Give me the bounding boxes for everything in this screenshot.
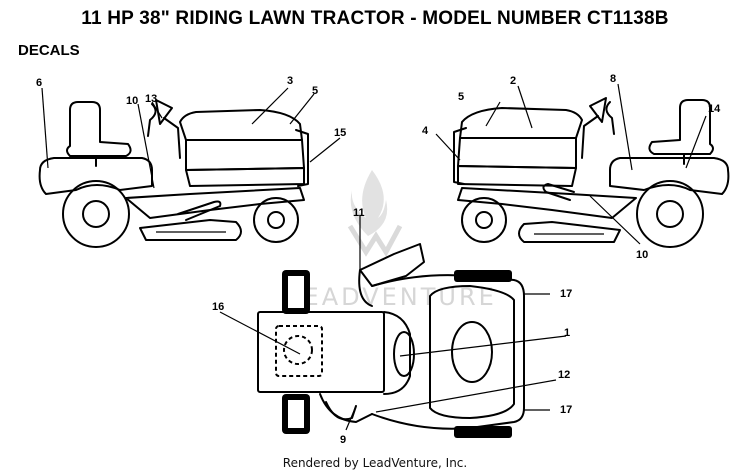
callout-12: 12 bbox=[558, 369, 570, 381]
left-side-view-tractor bbox=[38, 99, 309, 248]
callout-11: 11 bbox=[353, 207, 365, 219]
right-side-view-tractor bbox=[453, 97, 730, 248]
callout-17-top: 17 bbox=[560, 288, 572, 300]
callout-16: 16 bbox=[212, 301, 224, 313]
callout-14: 14 bbox=[708, 103, 721, 115]
callout-17-bottom: 17 bbox=[560, 404, 572, 416]
callout-3: 3 bbox=[287, 75, 293, 87]
callout-10-right: 10 bbox=[636, 249, 648, 261]
callout-6: 6 bbox=[36, 77, 42, 89]
render-credit: Rendered by LeadVenture, Inc. bbox=[282, 456, 468, 470]
callout-5-left: 5 bbox=[312, 85, 318, 97]
callout-15: 15 bbox=[334, 127, 346, 139]
callout-10-left: 10 bbox=[126, 95, 138, 107]
callout-2: 2 bbox=[510, 75, 516, 87]
top-view-tractor bbox=[257, 243, 525, 438]
callout-8: 8 bbox=[610, 73, 616, 85]
callout-4: 4 bbox=[422, 125, 429, 137]
callout-labels: 6 10 13 3 5 15 2 5 4 8 14 10 11 16 1 12 … bbox=[36, 73, 721, 446]
section-label: DECALS bbox=[18, 42, 80, 59]
callout-5-right: 5 bbox=[458, 91, 464, 103]
callout-9: 9 bbox=[340, 434, 346, 446]
leader-lines bbox=[41, 83, 707, 431]
diagram-title: 11 HP 38" RIDING LAWN TRACTOR - MODEL NU… bbox=[81, 8, 669, 29]
watermark-text: LEADVENTURE bbox=[287, 283, 497, 311]
callout-13: 13 bbox=[145, 93, 157, 105]
callout-1: 1 bbox=[564, 327, 570, 339]
